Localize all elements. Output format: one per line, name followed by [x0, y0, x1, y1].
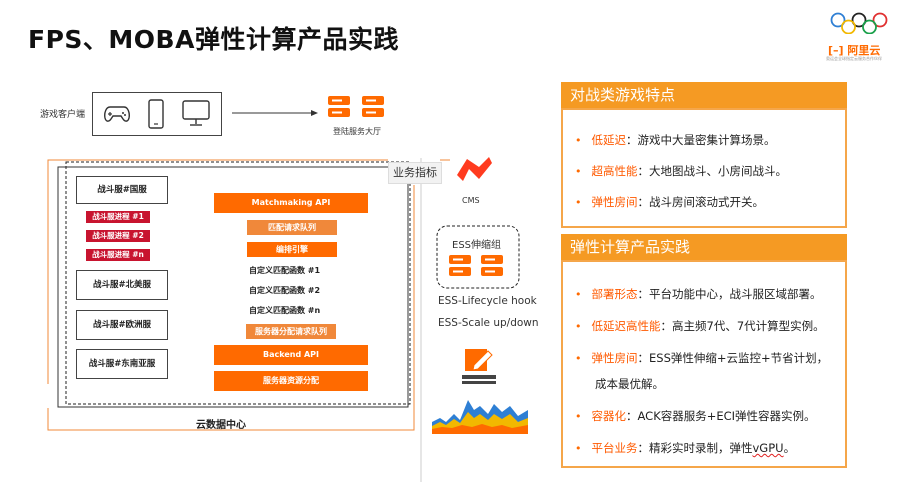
engine-bar: 编排引擎 [247, 242, 337, 257]
phone-icon [148, 99, 164, 129]
cms-label: CMS [462, 196, 480, 205]
page-title: FPS、MOBA弹性计算产品实践 [28, 25, 399, 54]
ess-scale-label: ESS-Scale up/down [438, 317, 539, 329]
panel-game-features-title: 对战类游戏特点 [561, 82, 847, 108]
login-server-icon [328, 96, 384, 117]
panel-practice-body: •部署形态：平台功能中心，战斗服区域部署。 •低延迟高性能：高主频7代、7代计算… [561, 260, 847, 468]
panel-practice-title: 弹性计算产品实践 [561, 234, 847, 260]
process-n: 战斗服进程 #n [86, 249, 150, 261]
process-1: 战斗服进程 #1 [86, 211, 150, 223]
process-2: 战斗服进程 #2 [86, 230, 150, 242]
business-metrics-tag: 业务指标 [388, 162, 442, 184]
resource-alloc-bar: 服务器资源分配 [214, 371, 368, 391]
server-queue-bar: 服务器分配请求队列 [246, 324, 336, 339]
logo-subtitle: 奥运会全球指定云服务合作伙伴 [826, 56, 882, 61]
region-sea-box: 战斗服#东南亚服 [76, 349, 168, 379]
alibaba-cloud-logo: [–] 阿里云 [828, 44, 881, 57]
feature-item-3: •弹性房间：战斗房间滚动式开关。 [575, 195, 764, 209]
login-service-label: 登陆服务大厅 [333, 127, 381, 136]
region-eu-box: 战斗服#欧洲服 [76, 310, 168, 340]
region-na-box: 战斗服#北美服 [76, 270, 168, 300]
custom-func-2: 自定义匹配函数 #2 [249, 286, 321, 295]
gamepad-icon [104, 106, 130, 122]
monitor-icon [182, 100, 210, 126]
practice-item-5: •平台业务：精彩实时录制，弹性vGPU。 [575, 441, 796, 455]
feature-item-2: •超高性能：大地图战斗、小房间战斗。 [575, 164, 787, 178]
custom-func-n: 自定义匹配函数 #n [249, 306, 321, 315]
cloud-bracket-icon: [–] [828, 44, 844, 57]
ess-server-icon [449, 255, 503, 276]
ess-lifecycle-label: ESS-Lifecycle hook [438, 295, 537, 307]
ess-group-label: ESS伸缩组 [452, 240, 502, 251]
client-label: 游戏客户端 [40, 110, 86, 120]
practice-item-3: •弹性房间：ESS弹性伸缩+云监控+节省计划， [575, 351, 829, 365]
practice-item-3-cont: 成本最优解。 [595, 377, 664, 391]
region-cn-box: 战斗服#国服 [76, 176, 168, 204]
backend-api-bar: Backend API [214, 345, 368, 365]
panel-game-features-body: •低延迟：游戏中大量密集计算场景。 •超高性能：大地图战斗、小房间战斗。 •弹性… [561, 108, 847, 228]
edit-document-icon [462, 349, 496, 384]
feature-item-1: •低延迟：游戏中大量密集计算场景。 [575, 133, 776, 147]
practice-item-4: •容器化：ACK容器服务+ECI弹性容器实例。 [575, 409, 816, 423]
datacenter-label: 云数据中心 [196, 420, 246, 431]
olympic-rings-icon [830, 12, 888, 34]
area-chart-icon [432, 400, 528, 434]
practice-item-2: •低延迟高性能：高主频7代、7代计算型实例。 [575, 319, 825, 333]
match-queue-bar: 匹配请求队列 [247, 220, 337, 235]
matchmaking-api-bar: Matchmaking API [214, 193, 368, 213]
panel-game-features: 对战类游戏特点 •低延迟：游戏中大量密集计算场景。 •超高性能：大地图战斗、小房… [561, 82, 847, 228]
practice-item-1: •部署形态：平台功能中心，战斗服区域部署。 [575, 287, 822, 301]
game-client-box [92, 92, 222, 136]
custom-func-1: 自定义匹配函数 #1 [249, 266, 321, 275]
cms-icon [457, 157, 492, 181]
panel-practice: 弹性计算产品实践 •部署形态：平台功能中心，战斗服区域部署。 •低延迟高性能：高… [561, 234, 847, 468]
